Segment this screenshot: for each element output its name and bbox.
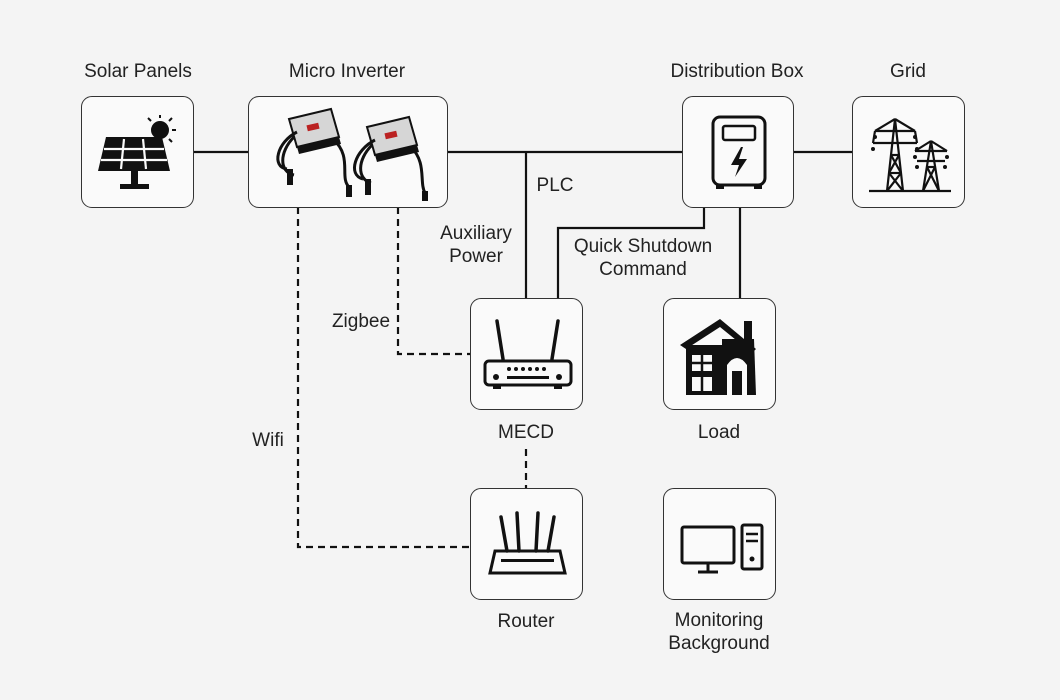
solar-panels-node <box>81 96 194 208</box>
grid-label: Grid <box>890 61 926 82</box>
line-wifi <box>296 207 470 549</box>
auxiliary-power-line-1: Auxiliary <box>440 223 512 244</box>
quick-shutdown-line-2: Command <box>599 259 687 280</box>
mecd-node <box>470 298 583 410</box>
monitoring-label-line-1: Monitoring <box>674 610 764 631</box>
router-node <box>470 488 583 600</box>
desktop-computer-icon <box>680 523 764 574</box>
line-quick-shutdown <box>556 207 706 298</box>
wifi-label: Wifi <box>252 430 284 451</box>
distribution-box-label: Distribution Box <box>670 61 804 82</box>
load-node <box>663 298 776 410</box>
auxiliary-power-label: Auxiliary Power <box>426 222 526 268</box>
quick-shutdown-line-1: Quick Shutdown <box>573 236 713 257</box>
monitoring-background-node <box>663 488 776 600</box>
house-icon <box>680 319 756 395</box>
micro-inverter-node <box>248 96 448 208</box>
auxiliary-power-line-2: Power <box>449 246 503 267</box>
load-label: Load <box>697 422 741 443</box>
plc-label: PLC <box>536 175 574 196</box>
solar-panels-label: Solar Panels <box>84 61 192 82</box>
gateway-device-icon <box>483 319 573 389</box>
monitoring-label-line-2: Background <box>668 633 770 654</box>
line-zigbee <box>396 207 470 356</box>
grid-node <box>852 96 965 208</box>
transmission-tower-icon <box>869 118 951 193</box>
router-icon <box>488 511 567 575</box>
micro-inverter-label: Micro Inverter <box>288 61 406 82</box>
router-label: Router <box>497 611 555 632</box>
monitoring-background-label: Monitoring Background <box>629 609 809 655</box>
micro-inverter-icon <box>276 107 428 201</box>
distribution-box-node <box>682 96 794 208</box>
mecd-label: MECD <box>498 422 554 443</box>
quick-shutdown-label: Quick Shutdown Command <box>560 235 726 281</box>
distribution-box-icon <box>711 115 767 189</box>
solar-panel-icon <box>98 115 176 189</box>
zigbee-label: Zigbee <box>331 311 391 332</box>
